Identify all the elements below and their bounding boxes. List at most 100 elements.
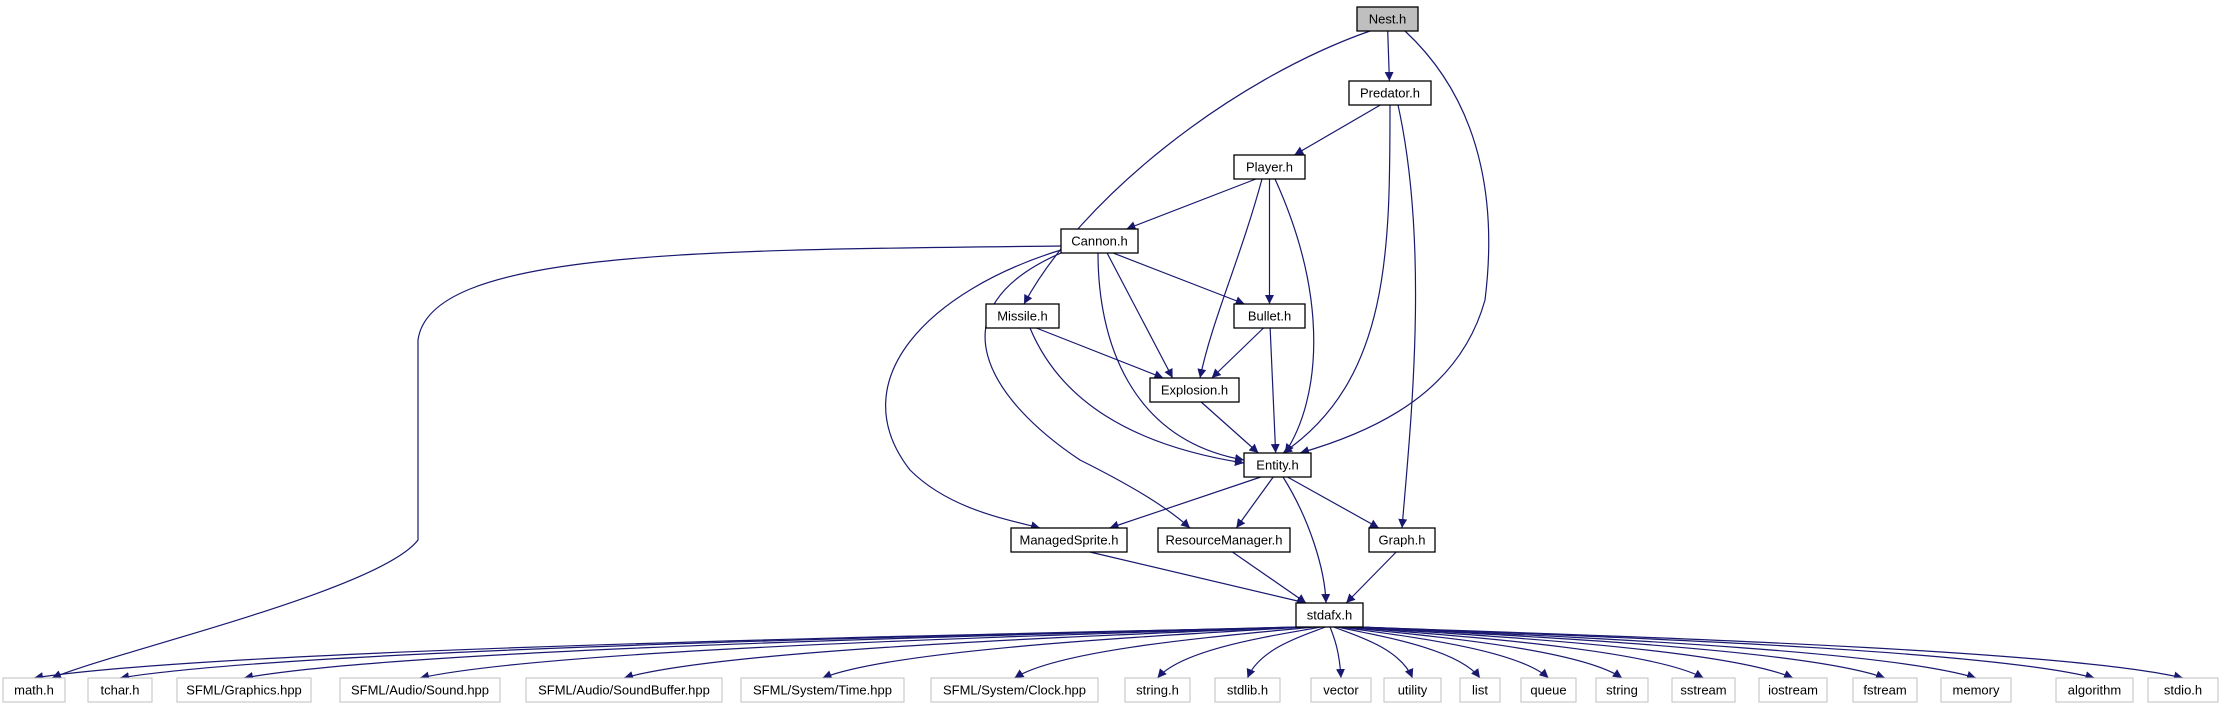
node-sfsound[interactable]: SFML/Audio/Sound.hpp xyxy=(339,677,501,703)
node-label: SFML/Graphics.hpp xyxy=(186,683,302,698)
node-box xyxy=(87,677,153,703)
node-label: utility xyxy=(1398,683,1428,698)
node-player[interactable]: Player.h xyxy=(1233,154,1306,180)
node-label: Entity.h xyxy=(1256,458,1298,473)
node-utility[interactable]: utility xyxy=(1383,677,1442,703)
node-string[interactable]: string xyxy=(1595,677,1649,703)
node-sfgraphics[interactable]: SFML/Graphics.hpp xyxy=(176,677,312,703)
edge-cannon-resourcemanager xyxy=(984,252,1191,529)
edge-resourcemanager-stdafx xyxy=(1232,551,1307,604)
node-box xyxy=(740,677,905,703)
edge-stdafx-sfclock xyxy=(1014,626,1314,679)
edge-stdafx-utility xyxy=(1333,626,1414,679)
node-math[interactable]: math.h xyxy=(2,677,66,703)
node-label: SFML/System/Time.hpp xyxy=(753,683,892,698)
node-managedsprite[interactable]: ManagedSprite.h xyxy=(1010,527,1128,553)
edge-cannon-entity xyxy=(1097,252,1245,463)
node-box xyxy=(525,677,723,703)
node-box xyxy=(1940,677,2012,703)
edge-layer xyxy=(33,30,2184,682)
edge-stdafx-sfsound xyxy=(419,626,1300,681)
node-label: stdlib.h xyxy=(1227,683,1268,698)
edge-predator-entity xyxy=(1282,104,1391,454)
node-explosion[interactable]: Explosion.h xyxy=(1149,377,1240,403)
node-box xyxy=(1356,6,1419,32)
node-label: list xyxy=(1472,683,1488,698)
node-label: Graph.h xyxy=(1379,533,1426,548)
node-stdio[interactable]: stdio.h xyxy=(2147,677,2219,703)
node-bullet[interactable]: Bullet.h xyxy=(1233,303,1306,329)
edge-stdafx-stdio xyxy=(1359,626,2184,681)
node-box xyxy=(1520,677,1577,703)
node-box xyxy=(985,303,1060,329)
node-stdlib[interactable]: stdlib.h xyxy=(1214,677,1281,703)
node-sftime[interactable]: SFML/System/Time.hpp xyxy=(740,677,905,703)
node-cannon[interactable]: Cannon.h xyxy=(1060,228,1139,254)
node-sfclock[interactable]: SFML/System/Clock.hpp xyxy=(930,677,1099,703)
node-box xyxy=(2147,677,2219,703)
edge-entity-graph xyxy=(1287,476,1380,529)
node-label: iostream xyxy=(1768,683,1818,698)
node-layer: Nest.hPredator.hPlayer.hCannon.hMissile.… xyxy=(2,6,2219,703)
node-label: sstream xyxy=(1680,683,1726,698)
edge-entity-managedsprite xyxy=(1109,476,1262,530)
node-label: algorithm xyxy=(2068,683,2121,698)
edge-stdafx-vector xyxy=(1329,626,1345,679)
edge-bullet-explosion xyxy=(1211,327,1264,379)
edge-stdafx-sfsoundbuffer xyxy=(623,626,1300,680)
node-algorithm[interactable]: algorithm xyxy=(2055,677,2134,703)
node-entity[interactable]: Entity.h xyxy=(1243,452,1312,478)
edge-nest-entity xyxy=(1299,30,1490,455)
edge-player-cannon xyxy=(1126,178,1257,230)
node-predator[interactable]: Predator.h xyxy=(1348,80,1432,106)
node-box xyxy=(1124,677,1191,703)
node-memory[interactable]: memory xyxy=(1940,677,2012,703)
edge-predator-player xyxy=(1294,104,1381,156)
node-nest[interactable]: Nest.h xyxy=(1356,6,1419,32)
node-tchar[interactable]: tchar.h xyxy=(87,677,153,703)
node-missile[interactable]: Missile.h xyxy=(985,303,1060,329)
edge-entity-resourcemanager xyxy=(1235,476,1274,529)
node-label: math.h xyxy=(14,683,54,698)
node-stdafx[interactable]: stdafx.h xyxy=(1295,602,1364,628)
node-label: string.h xyxy=(1136,683,1179,698)
node-label: Player.h xyxy=(1246,160,1293,175)
node-fstream[interactable]: fstream xyxy=(1852,677,1918,703)
node-label: memory xyxy=(1953,683,2000,698)
node-iostream[interactable]: iostream xyxy=(1758,677,1828,703)
node-graph[interactable]: Graph.h xyxy=(1368,527,1436,553)
edge-cannon-managedsprite xyxy=(885,249,1062,531)
edge-stdafx-list xyxy=(1336,626,1481,679)
node-box xyxy=(1671,677,1736,703)
edge-stdafx-iostream xyxy=(1352,626,1794,679)
node-box xyxy=(930,677,1099,703)
node-sfsoundbuffer[interactable]: SFML/Audio/SoundBuffer.hpp xyxy=(525,677,723,703)
node-queue[interactable]: queue xyxy=(1520,677,1577,703)
node-label: Bullet.h xyxy=(1248,309,1291,324)
node-stringh[interactable]: string.h xyxy=(1124,677,1191,703)
node-box xyxy=(1233,154,1306,180)
node-box xyxy=(1459,677,1501,703)
node-label: Cannon.h xyxy=(1071,234,1127,249)
node-box xyxy=(1157,527,1291,553)
node-box xyxy=(1010,527,1128,553)
node-vector[interactable]: vector xyxy=(1310,677,1372,703)
node-label: ManagedSprite.h xyxy=(1019,533,1118,548)
edge-stdafx-queue xyxy=(1340,626,1549,679)
edge-cannon-math xyxy=(51,245,1062,679)
node-label: tchar.h xyxy=(100,683,139,698)
node-resourcemanager[interactable]: ResourceManager.h xyxy=(1157,527,1291,553)
node-box xyxy=(1383,677,1442,703)
edge-entity-stdafx xyxy=(1282,476,1331,604)
edge-stdafx-fstream xyxy=(1357,626,1886,680)
edge-nest-predator xyxy=(1384,30,1394,82)
node-box xyxy=(2055,677,2134,703)
edge-stdafx-stringh xyxy=(1157,626,1322,679)
node-label: stdafx.h xyxy=(1307,608,1353,623)
node-sstream[interactable]: sstream xyxy=(1671,677,1736,703)
edge-bullet-entity xyxy=(1269,327,1280,454)
node-list[interactable]: list xyxy=(1459,677,1501,703)
edge-player-entity xyxy=(1274,178,1315,454)
node-label: vector xyxy=(1323,683,1359,698)
